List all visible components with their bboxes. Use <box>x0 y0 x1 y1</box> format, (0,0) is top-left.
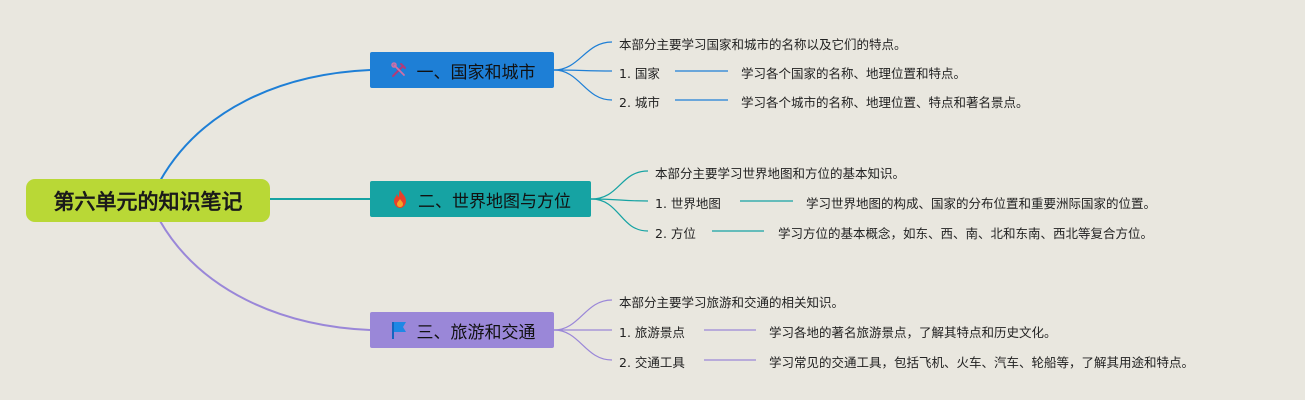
branch-3-item-2-detail: 学习常见的交通工具，包括飞机、火车、汽车、轮船等，了解其用途和特点。 <box>769 355 1195 370</box>
branch-2-intro: 本部分主要学习世界地图和方位的基本知识。 <box>655 166 906 181</box>
branch-2-item-2-detail: 学习方位的基本概念，如东、西、南、北和东南、西北等复合方位。 <box>778 226 1154 241</box>
link-b1-intro <box>553 41 613 71</box>
link-b1-item2 <box>553 69 613 101</box>
branch-2-item-1-detail: 学习世界地图的构成、国家的分布位置和重要洲际国家的位置。 <box>806 196 1157 211</box>
flag-icon <box>391 322 406 339</box>
branch-3-item-1[interactable]: 1. 旅游景点 <box>619 325 685 340</box>
link-b2-item2 <box>590 198 649 232</box>
tools-icon <box>390 62 406 77</box>
branch-1-item-1-detail: 学习各个国家的名称、地理位置和特点。 <box>741 66 967 81</box>
branch-2-item-2[interactable]: 2. 方位 <box>655 226 696 241</box>
branch-3-item-2[interactable]: 2. 交通工具 <box>619 355 685 370</box>
link-b3-item2 <box>553 329 613 361</box>
fire-icon <box>394 190 406 208</box>
branch-1-intro: 本部分主要学习国家和城市的名称以及它们的特点。 <box>619 37 907 52</box>
branch-topic-2[interactable]: 二、世界地图与方位 <box>370 181 591 217</box>
branch-1-item-2[interactable]: 2. 城市 <box>619 95 660 110</box>
branch-topic-1[interactable]: 一、国家和城市 <box>370 52 554 88</box>
branch-3-item-1-detail: 学习各地的著名旅游景点，了解其特点和历史文化。 <box>769 325 1057 340</box>
branch-topic-3[interactable]: 三、旅游和交通 <box>370 312 554 348</box>
branch-1-item-1[interactable]: 1. 国家 <box>619 66 660 81</box>
link-root-branch-3 <box>159 220 371 331</box>
branch-3-intro: 本部分主要学习旅游和交通的相关知识。 <box>619 295 845 310</box>
branch-label: 三、旅游和交通 <box>416 322 536 343</box>
link-b2-intro <box>590 170 649 200</box>
branch-2-item-1[interactable]: 1. 世界地图 <box>655 196 721 211</box>
branch-label: 二、世界地图与方位 <box>418 191 571 212</box>
branch-1-item-2-detail: 学习各个城市的名称、地理位置、特点和著名景点。 <box>741 95 1029 110</box>
root-topic[interactable]: 第六单元的知识笔记 <box>26 179 270 222</box>
branch-label: 一、国家和城市 <box>416 62 536 83</box>
link-root-branch-1 <box>159 69 371 182</box>
link-b3-intro <box>553 299 613 331</box>
